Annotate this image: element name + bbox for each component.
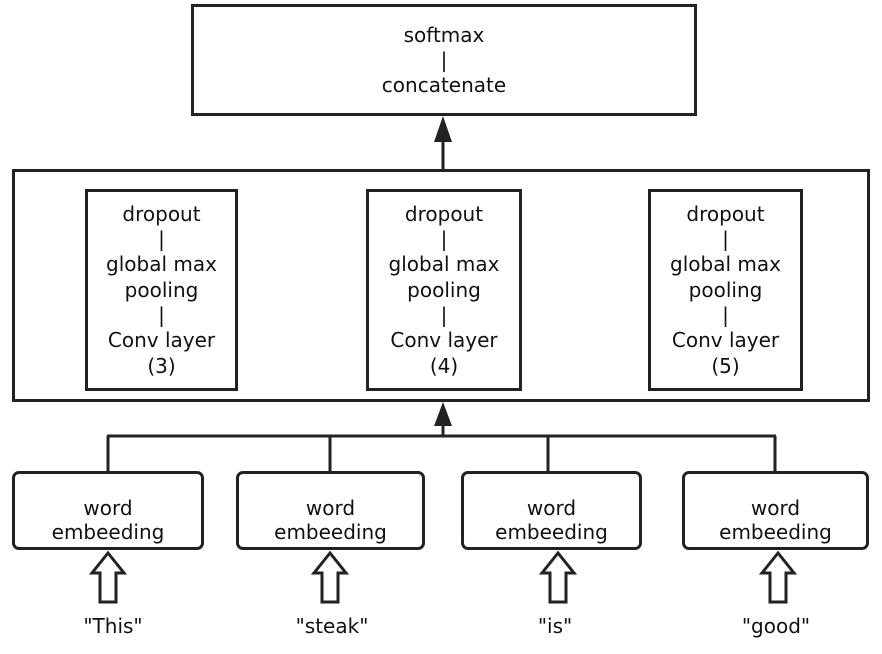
word-embedding-block-2: word embeeding xyxy=(236,471,425,550)
separator: | xyxy=(440,303,448,327)
conv-block-3: dropout | global max pooling | Conv laye… xyxy=(85,189,238,391)
conv-block-stack: dropout | global max pooling | Conv laye… xyxy=(651,192,800,388)
pooling-label-line2: pooling xyxy=(124,278,199,302)
dropout-label: dropout xyxy=(404,202,484,226)
arrow-to-conv-head xyxy=(434,402,452,426)
conv-layer-label: Conv layer xyxy=(107,328,216,352)
conv-block-stack: dropout | global max pooling | Conv laye… xyxy=(369,192,519,388)
dropout-label: dropout xyxy=(686,202,765,226)
separator: | xyxy=(158,227,165,251)
pooling-label-line2: pooling xyxy=(688,278,763,302)
input-token-this: "This" xyxy=(83,614,143,638)
kernel-size-label: (5) xyxy=(711,354,740,378)
dropout-label: dropout xyxy=(122,202,201,226)
input-arrow-1 xyxy=(88,550,128,604)
arrow-to-softmax-head xyxy=(434,116,452,142)
input-token-steak: "steak" xyxy=(295,614,369,638)
embedding-stack: word embeeding xyxy=(464,496,639,544)
embedding-stack: word embeeding xyxy=(685,496,866,544)
embedding-label-line1: word xyxy=(750,496,801,520)
separator: | xyxy=(440,227,448,251)
embedding-stack: word embeeding xyxy=(15,496,201,544)
conv-block-stack: dropout | global max pooling | Conv laye… xyxy=(88,192,235,388)
embedding-label-line2: embeeding xyxy=(274,520,387,544)
input-arrow-3 xyxy=(538,550,578,604)
softmax-separator: | xyxy=(440,48,448,72)
input-token-good: "good" xyxy=(741,614,811,638)
softmax-stack: softmax | concatenate xyxy=(194,7,694,113)
input-arrow-4 xyxy=(758,550,798,604)
pooling-label-line1: global max xyxy=(106,252,217,276)
embedding-label-line1: word xyxy=(526,496,577,520)
embedding-label-line2: embeeding xyxy=(719,520,832,544)
pooling-label-line1: global max xyxy=(388,252,500,276)
embedding-label-line1: word xyxy=(305,496,356,520)
embedding-label-line2: embeeding xyxy=(495,520,608,544)
kernel-size-label: (3) xyxy=(147,354,176,378)
separator: | xyxy=(722,227,729,251)
separator: | xyxy=(722,303,729,327)
word-embedding-block-4: word embeeding xyxy=(682,471,869,550)
softmax-label: softmax xyxy=(403,23,485,47)
word-embedding-block-3: word embeeding xyxy=(461,471,642,550)
conv-block-4: dropout | global max pooling | Conv laye… xyxy=(366,189,522,391)
softmax-concatenate-block: softmax | concatenate xyxy=(191,4,697,116)
conv-layer-label: Conv layer xyxy=(390,328,498,352)
embedding-label-line2: embeeding xyxy=(51,520,165,544)
pooling-label-line2: pooling xyxy=(407,278,481,302)
conv-layer-label: Conv layer xyxy=(671,328,780,352)
conv-block-5: dropout | global max pooling | Conv laye… xyxy=(648,189,803,391)
embedding-label-line1: word xyxy=(83,496,133,520)
separator: | xyxy=(158,303,165,327)
word-embedding-block-1: word embeeding xyxy=(12,471,204,550)
input-token-is: "is" xyxy=(537,614,573,638)
kernel-size-label: (4) xyxy=(429,354,459,378)
input-arrow-2 xyxy=(310,550,350,604)
embedding-stack: word embeeding xyxy=(239,496,422,544)
pooling-label-line1: global max xyxy=(670,252,781,276)
concatenate-label: concatenate xyxy=(381,73,507,97)
